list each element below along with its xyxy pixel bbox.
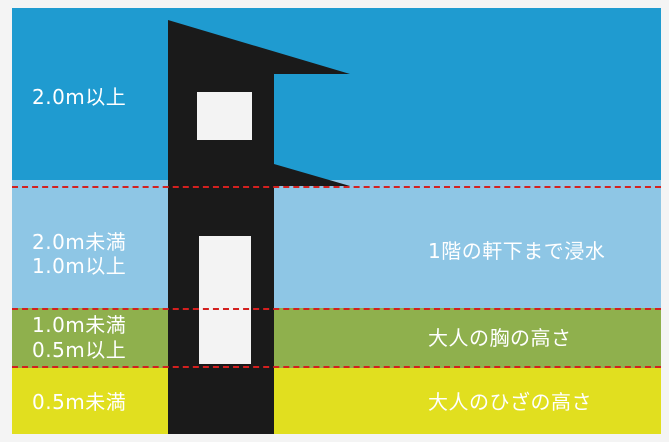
label-2m-plus: 2.0m以上 xyxy=(32,85,127,109)
upper-roof-shape xyxy=(168,20,350,158)
description-adult-chest: 大人の胸の高さ xyxy=(428,326,572,350)
divider-1m xyxy=(12,308,661,310)
lower-window xyxy=(199,236,251,364)
band-0-5m-1m xyxy=(12,308,661,368)
label-0-5m-1m-line1: 1.0m未満 xyxy=(32,313,127,337)
band-2m-plus xyxy=(12,8,661,180)
band-1m-2m xyxy=(12,180,661,308)
label-1m-2m-line1: 2.0m未満 xyxy=(32,230,127,254)
divider-0-5m xyxy=(12,366,661,368)
label-below-0-5m: 0.5m未満 xyxy=(32,390,127,414)
house-silhouette xyxy=(168,20,350,434)
band-below-0-5m xyxy=(12,368,661,434)
diagram-frame: 2.0m以上 2.0m未満 1.0m以上 1.0m未満 0.5m以上 0.5m未… xyxy=(12,8,661,434)
upper-window xyxy=(197,92,252,140)
divider-2m xyxy=(12,186,661,188)
label-1m-2m-line2: 1.0m以上 xyxy=(32,254,127,278)
label-0-5m-1m-line2: 0.5m以上 xyxy=(32,338,127,362)
description-first-floor-eaves: 1階の軒下まで浸水 xyxy=(428,239,606,263)
description-adult-knee: 大人のひざの高さ xyxy=(428,390,592,414)
